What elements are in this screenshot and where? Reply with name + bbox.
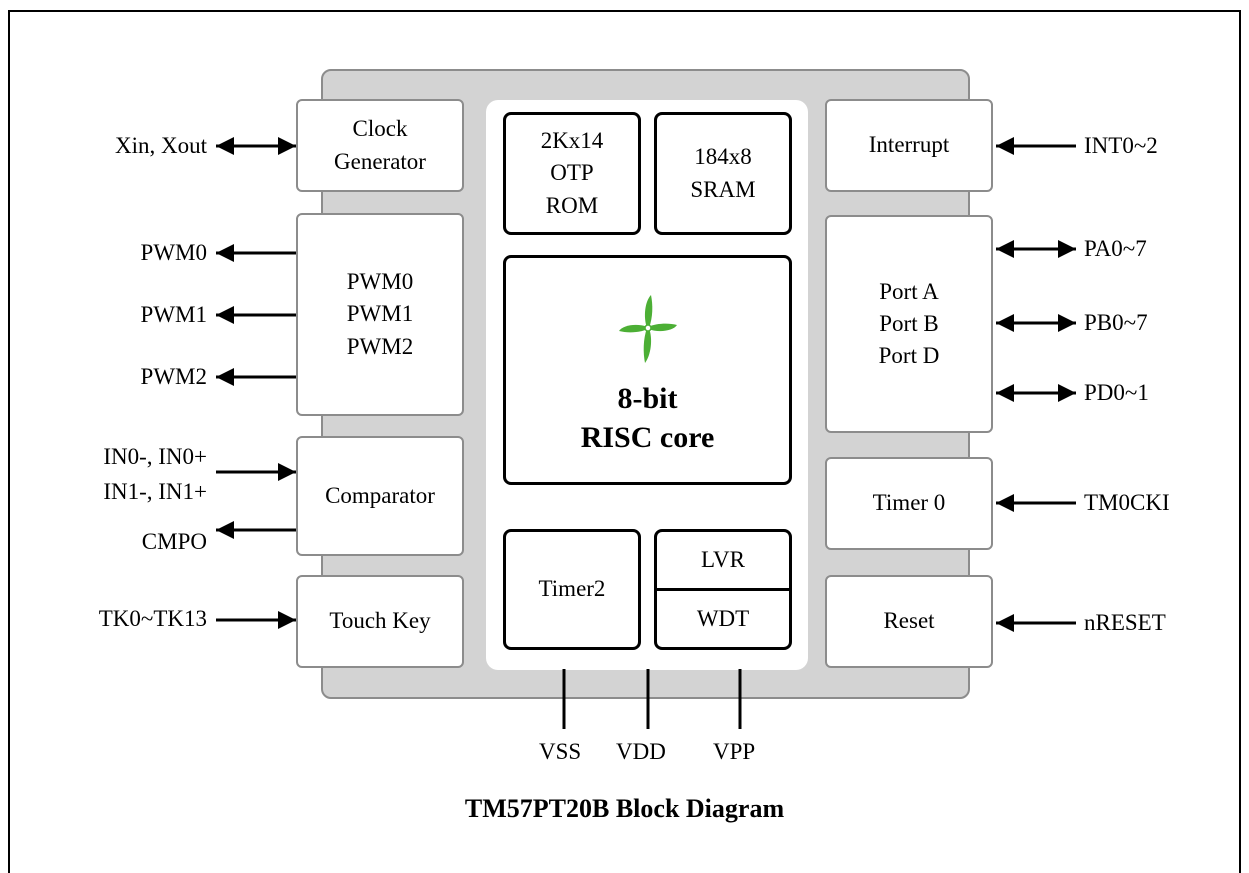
vdd-label: VDD — [616, 739, 666, 764]
lvr-cell: LVR — [657, 532, 789, 591]
cmpo-label: CMPO — [141, 529, 207, 554]
clock-generator-block: Clock Generator — [296, 99, 464, 192]
lvr-wdt-block: LVR WDT — [654, 529, 792, 650]
reset-block: Reset — [825, 575, 993, 668]
comparator-block: Comparator — [296, 436, 464, 556]
risc-core-block: 8-bit RISC core — [503, 255, 792, 485]
in1-label: IN1-, IN1+ — [103, 479, 207, 504]
pwm1-label: PWM1 — [140, 302, 207, 327]
xin-xout-label: Xin, Xout — [115, 133, 207, 158]
pd-label: PD0~1 — [1084, 380, 1149, 405]
sram-block: 184x8 SRAM — [654, 112, 792, 235]
vpp-label: VPP — [713, 739, 756, 764]
timer2-block: Timer2 — [503, 529, 641, 650]
wdt-cell: WDT — [696, 605, 750, 631]
in0-label: IN0-, IN0+ — [103, 444, 207, 469]
core-title: 8-bit RISC core — [580, 382, 715, 454]
pinwheel-logo-icon — [618, 295, 677, 363]
pb-label: PB0~7 — [1084, 310, 1148, 335]
diagram-frame — [8, 10, 1241, 873]
pwm-block: PWM0 PWM1 PWM2 — [296, 213, 464, 416]
ports-block: Port A Port B Port D — [825, 215, 993, 433]
tk-label: TK0~TK13 — [98, 606, 207, 631]
otp-rom-block: 2Kx14 OTP ROM — [503, 112, 641, 235]
int-label: INT0~2 — [1084, 133, 1158, 158]
timer0-block: Timer 0 — [825, 457, 993, 550]
tm0cki-label: TM0CKI — [1084, 490, 1170, 515]
pwm0-label: PWM0 — [140, 240, 207, 265]
touch-key-block: Touch Key — [296, 575, 464, 668]
pa-label: PA0~7 — [1084, 236, 1147, 261]
diagram-caption: TM57PT20B Block Diagram — [464, 794, 785, 823]
vss-label: VSS — [539, 739, 582, 764]
interrupt-block: Interrupt — [825, 99, 993, 192]
pwm2-label: PWM2 — [140, 364, 207, 389]
nreset-label: nRESET — [1084, 610, 1166, 635]
